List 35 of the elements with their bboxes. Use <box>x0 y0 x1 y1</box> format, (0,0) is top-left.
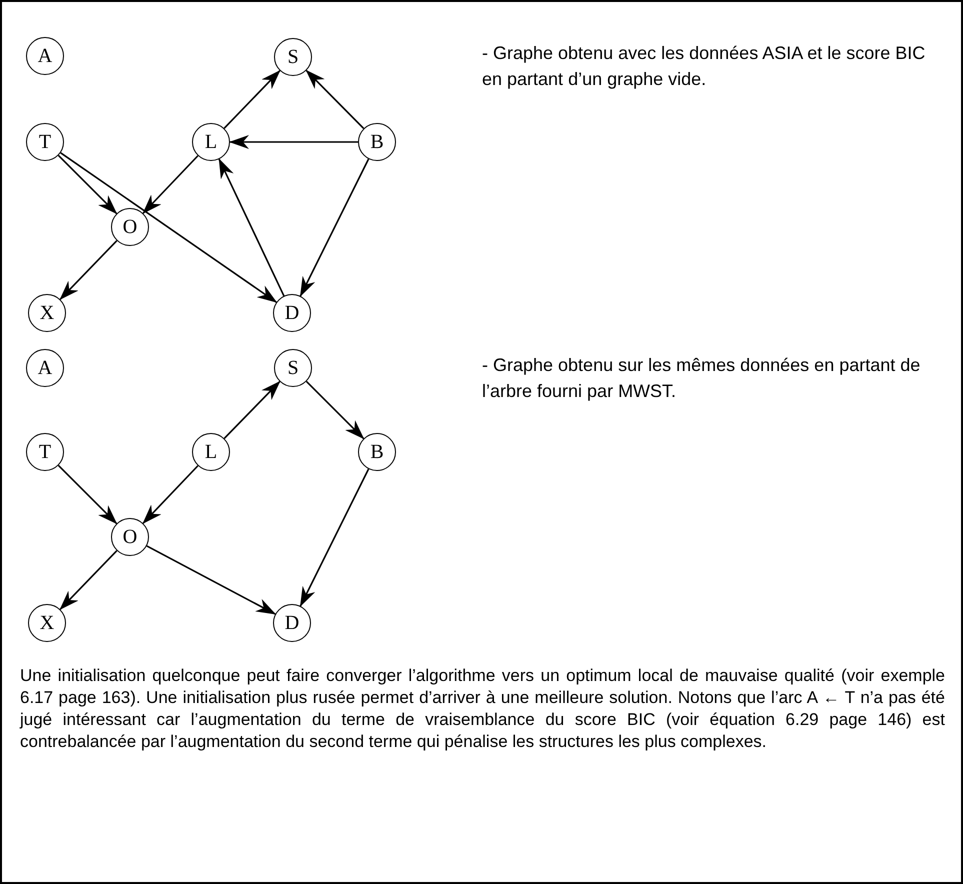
graph-caption: - Graphe obtenu avec les données ASIA et le score BIC en partant d’un graphe vide. <box>482 42 926 91</box>
arrow <box>146 545 276 615</box>
variable-node: L <box>192 433 230 471</box>
variable-node: O <box>111 208 149 246</box>
arrow <box>142 155 198 214</box>
variable-node: A <box>26 37 64 75</box>
arrow <box>58 154 118 214</box>
arrow <box>218 158 285 296</box>
arrow <box>306 70 364 130</box>
variable-node: B <box>358 433 396 471</box>
arrow <box>224 380 280 439</box>
body-paragraph: Une initialisation quelconque peut faire converger l’algorithme vers un optimum local de mauvaise qualité (voir exemple 6.17 page 163). Une initialisation plus rusée permet d’arriver à une meilleure solution. Notons que l’arc A ← T n’a pas été jugé intéressant car l’augmentation du terme de vraisemblance du score BIC (voir équation 6.29 page 146) est contrebalancée par l’augmentation du second terme qui pénalise les structures les plus complexes. <box>20 665 945 753</box>
arrow <box>229 135 358 149</box>
arrow <box>60 152 278 303</box>
arrow <box>58 464 118 524</box>
arrow <box>60 240 118 300</box>
variable-node: T <box>26 433 64 471</box>
variable-node: D <box>273 294 311 332</box>
arrow <box>224 70 280 129</box>
arrow <box>300 158 370 297</box>
variable-node: O <box>111 518 149 556</box>
variable-node: T <box>26 123 64 161</box>
variable-node: S <box>274 349 312 387</box>
variable-node: A <box>26 349 64 387</box>
variable-node: X <box>28 294 66 332</box>
arrow <box>142 465 198 524</box>
graph-caption: - Graphe obtenu sur les mêmes données en partant de l’arbre fourni par MWST. <box>482 354 922 403</box>
arrow <box>60 550 118 610</box>
variable-node: S <box>274 38 312 76</box>
variable-node: X <box>28 604 66 642</box>
variable-node: D <box>273 604 311 642</box>
arrow <box>300 468 370 607</box>
variable-node: B <box>358 123 396 161</box>
variable-node: L <box>192 123 230 161</box>
arrow <box>306 380 364 440</box>
